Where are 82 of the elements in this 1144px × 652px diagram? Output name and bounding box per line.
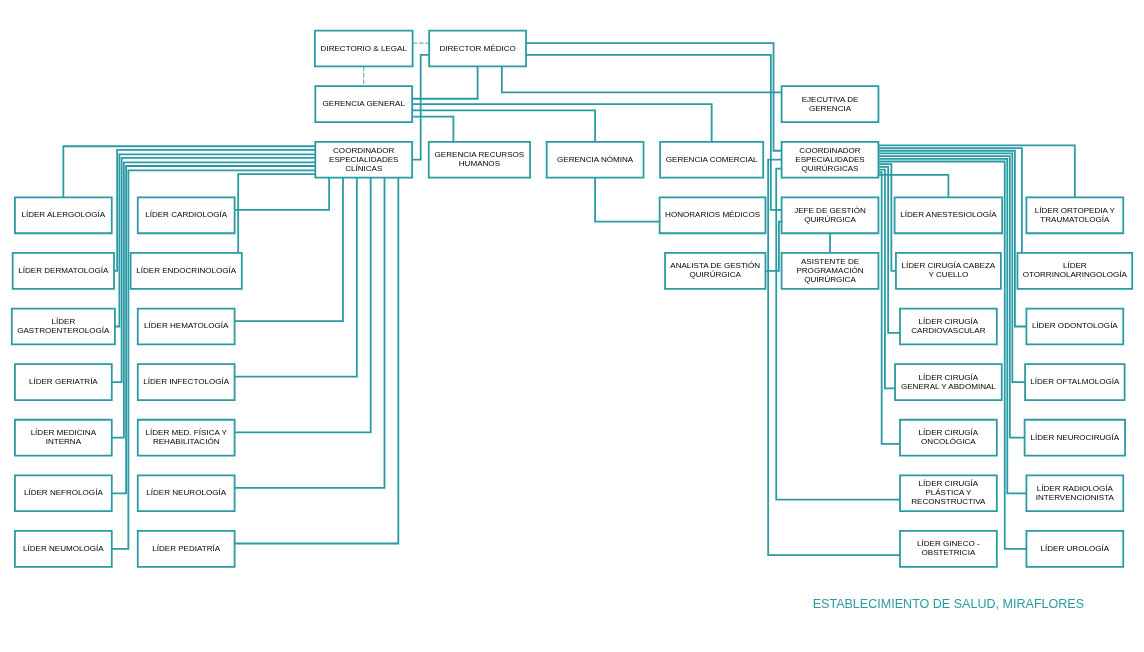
node-box: LÍDER CIRUGÍA GENERAL Y ABDOMINAL: [894, 362, 1003, 401]
node-box: LÍDER ANESTESIOLOGÍA: [893, 195, 1004, 234]
node-box: LÍDER NEUMOLOGÍA: [14, 529, 113, 568]
connector: [877, 143, 1076, 198]
node-box: HONORARIOS MÉDICOS: [658, 195, 767, 234]
node-box: LÍDER ODONTOLOGÍA: [1025, 307, 1125, 345]
node-box: JEFE DE GESTIÓN QUIRÚRGICA: [780, 195, 880, 234]
connector: [233, 176, 372, 433]
connector: [411, 65, 479, 100]
connector: [877, 173, 950, 198]
node-box: LÍDER CIRUGÍA PLÁSTICA Y RECONSTRUCTIVA: [899, 473, 998, 512]
node-box: LÍDER NEFROLOGÍA: [14, 473, 113, 512]
connector: [877, 157, 1027, 494]
connector: [234, 176, 331, 211]
connector: [877, 168, 896, 389]
connector: [113, 148, 317, 272]
connector: [877, 165, 901, 334]
connector: [411, 109, 596, 143]
connector: [411, 115, 455, 143]
node-box: COORDINADOR ESPECIALIDADES QUIRÚRGICAS: [780, 140, 880, 179]
connector: [877, 162, 897, 272]
node-box: LÍDER HEMATOLOGÍA: [136, 307, 236, 345]
connector: [525, 53, 783, 211]
node-box: LÍDER GINECO - OBSTETRICIA: [899, 529, 998, 568]
node-box: ASISTENTE DE PROGRAMACIÓN QUIRÚRGICA: [780, 251, 880, 290]
node-box: LÍDER UROLOGÍA: [1025, 529, 1125, 568]
connector: [411, 102, 713, 142]
connector: [877, 160, 1028, 550]
node-box: EJECUTIVA DE GERENCIA: [780, 84, 880, 123]
node-box: GERENCIA GENERAL: [314, 84, 414, 123]
node-box: COORDINADOR ESPECIALIDADES CLÍNICAS: [314, 140, 414, 179]
connector: [594, 176, 661, 222]
node-box: LÍDER DERMATOLOGÍA: [11, 251, 115, 290]
node-box: GERENCIA RECURSOS HUMANOS: [427, 140, 531, 179]
node-box: LÍDER RADIOLOGÍA INTERVENCIONISTA: [1025, 473, 1125, 512]
connector: [877, 170, 901, 445]
connector: [111, 161, 317, 439]
connector: [412, 42, 430, 44]
connector: [877, 149, 1028, 327]
node-box: DIRECTORIO & LEGAL: [313, 29, 414, 67]
connector: [111, 156, 316, 383]
connector: [233, 176, 400, 544]
node-box: LÍDER PEDIATRÍA: [136, 529, 236, 568]
connector: [767, 158, 901, 556]
node-box: LÍDER ALERGOLOGÍA: [14, 195, 113, 234]
node-box: LÍDER ORTOPEDIA Y TRAUMATOLOGÍA: [1025, 195, 1125, 234]
connector: [500, 65, 783, 93]
node-box: LÍDER OFTALMOLOGÍA: [1024, 362, 1126, 401]
connector: [764, 220, 783, 272]
connector: [829, 232, 831, 254]
node-box: LÍDER CIRUGÍA CABEZA Y CUELLO: [895, 251, 1002, 290]
node-box: LÍDER CIRUGÍA ONCOLÓGICA: [899, 418, 998, 457]
connector: [233, 176, 358, 378]
connector: [233, 176, 386, 489]
connector: [877, 152, 1026, 383]
node-box: LÍDER ENDOCRINOLOGÍA: [129, 251, 243, 290]
node-box: LÍDER NEUROLOGÍA: [136, 473, 236, 512]
node-box: LÍDER GERIATRÍA: [14, 362, 113, 401]
connector: [525, 41, 783, 152]
node-box: DIRECTOR MÉDICO: [428, 29, 527, 67]
connector: [877, 146, 1023, 254]
connector: [114, 152, 317, 327]
node-box: LÍDER INFECTOLOGÍA: [136, 362, 236, 401]
node-box: LÍDER OTORRINOLARINGOLOGÍA: [1016, 251, 1134, 290]
connector: [775, 167, 901, 500]
node-box: GERENCIA NÓMINA: [545, 140, 645, 179]
connector: [110, 164, 316, 494]
node-box: LÍDER CARDIOLOGÍA: [136, 195, 236, 234]
connector: [237, 172, 317, 254]
label: ESTABLECIMIENTO DE SALUD, MIRAFLORES: [812, 596, 1085, 611]
node-box: LÍDER MED. FÍSICA Y REHABILITACIÓN: [136, 418, 236, 457]
node-box: LÍDER NEUROCIRUGÍA: [1023, 418, 1126, 457]
node-box: LÍDER MEDICINA INTERNA: [14, 418, 113, 457]
node-box: GERENCIA COMERCIAL: [659, 140, 765, 179]
node-box: LÍDER CIRUGÍA CARDIOVASCULAR: [899, 307, 998, 345]
connector: [363, 65, 365, 86]
node-box: LÍDER GASTROENTEROLOGÍA: [10, 307, 116, 345]
connector: [234, 176, 344, 322]
connector: [411, 53, 430, 161]
node-box: ANALISTA DE GESTIÓN QUIRÚRGICA: [664, 251, 767, 290]
connector: [62, 144, 317, 198]
connector: [877, 154, 1026, 439]
